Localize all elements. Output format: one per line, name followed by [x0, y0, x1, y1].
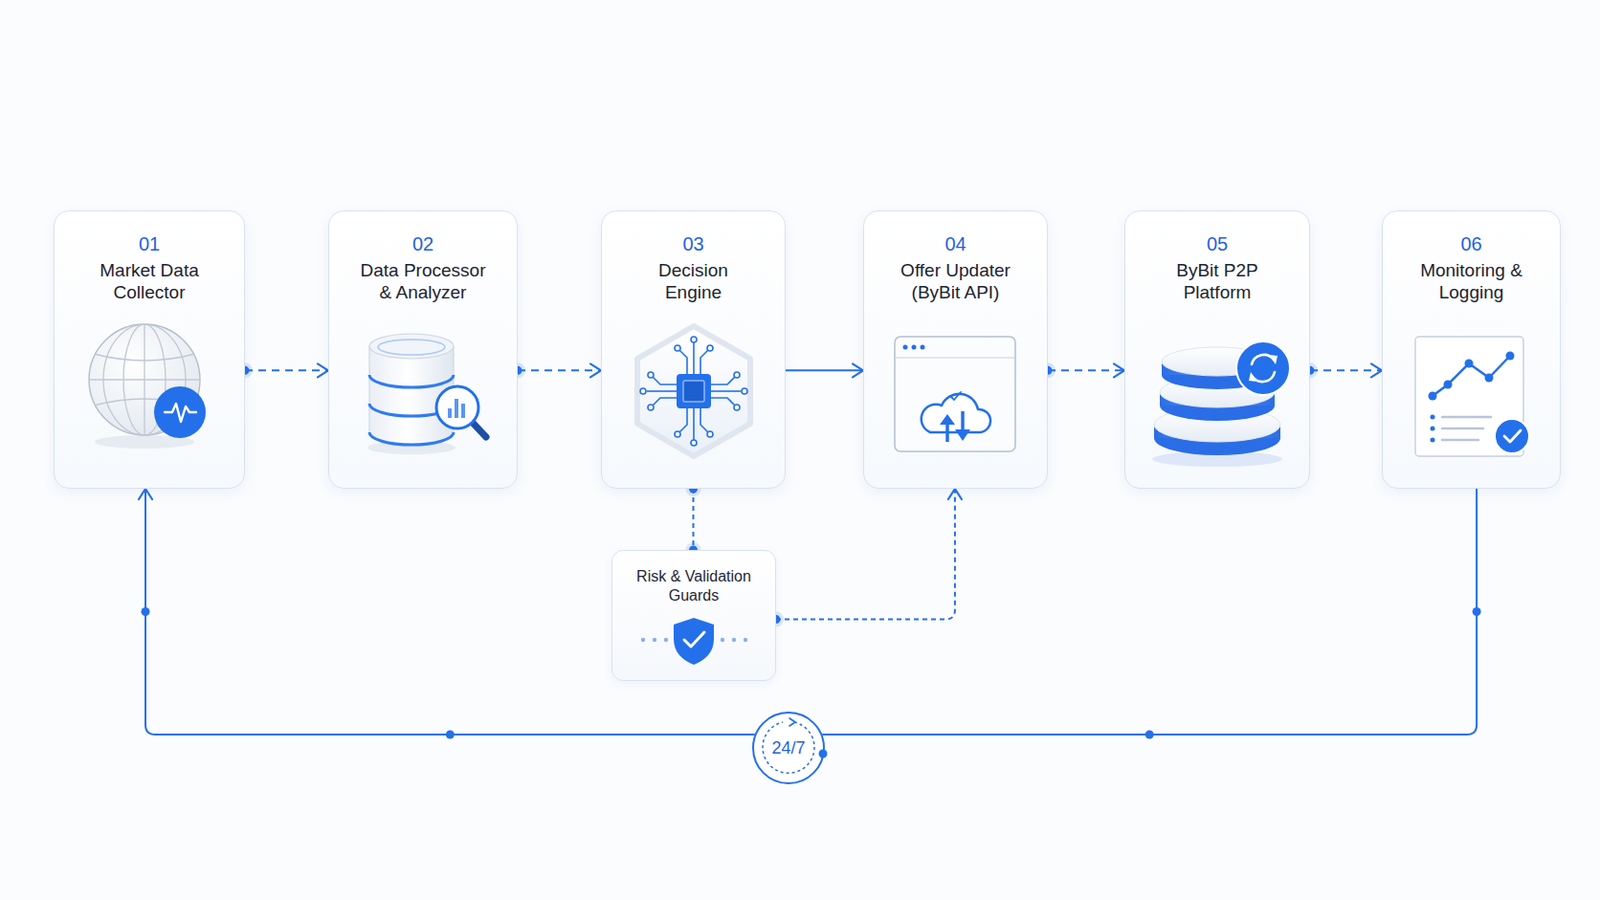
step-title: Offer Updater (ByBit API) [874, 259, 1038, 304]
cycle-outline-part [753, 712, 824, 784]
arrow-head [1113, 363, 1125, 378]
cycle-outline-part [789, 718, 796, 727]
step-number: 02 [352, 232, 494, 256]
arrow-head [317, 363, 329, 378]
arrow-head [590, 363, 601, 378]
step-title: Market Data Collector [67, 259, 231, 304]
connector [1302, 362, 1382, 378]
step-number: 04 [874, 232, 1038, 256]
connector-line [244, 369, 329, 372]
arrow-head [852, 363, 864, 378]
connector [1040, 362, 1125, 378]
connector [768, 488, 962, 628]
connector [785, 363, 864, 378]
process-card: 01Market Data Collector [53, 210, 245, 489]
step-number: 03 [641, 232, 747, 256]
process-card: 05ByBit P2P Platform [1124, 210, 1311, 489]
connector-line [1310, 369, 1382, 372]
connector [237, 362, 329, 378]
cycle-outline-part [762, 722, 815, 774]
arrow-head [138, 488, 153, 500]
guard-title: Risk & Validation Guards [612, 567, 776, 606]
connector-dot [445, 731, 455, 740]
connector-line [822, 488, 1477, 735]
step-title: Decision Engine [641, 259, 747, 304]
connector-line [776, 488, 956, 621]
step-title: Data Processor & Analyzer [352, 259, 494, 304]
guard-box: Risk & Validation Guards [611, 550, 777, 682]
connector-line [1047, 369, 1125, 372]
connector-line [692, 488, 695, 551]
connector [686, 481, 702, 558]
cycle-label: 24/7 [771, 738, 805, 759]
step-number: 05 [1145, 232, 1289, 256]
cycle-circle: 24/7 [752, 711, 825, 785]
process-card: 02Data Processor & Analyzer [328, 210, 518, 489]
connector [510, 362, 601, 378]
connector [822, 488, 1481, 740]
process-card: 04Offer Updater (ByBit API) [863, 210, 1048, 489]
arrow-head [948, 488, 962, 500]
cycle-outline-part [819, 750, 828, 759]
connector-dot [141, 607, 151, 617]
step-title: ByBit P2P Platform [1145, 259, 1289, 304]
step-number: 06 [1390, 232, 1554, 256]
connector-line [785, 369, 864, 372]
process-card: 03Decision Engine [600, 210, 786, 489]
connector-dot [1472, 607, 1482, 617]
connector-dot [1145, 731, 1155, 740]
step-number: 01 [67, 232, 231, 256]
process-card: 06Monitoring & Logging [1381, 210, 1561, 489]
connector-line [517, 369, 601, 372]
arrow-head [1371, 363, 1382, 378]
step-title: Monitoring & Logging [1390, 259, 1554, 304]
